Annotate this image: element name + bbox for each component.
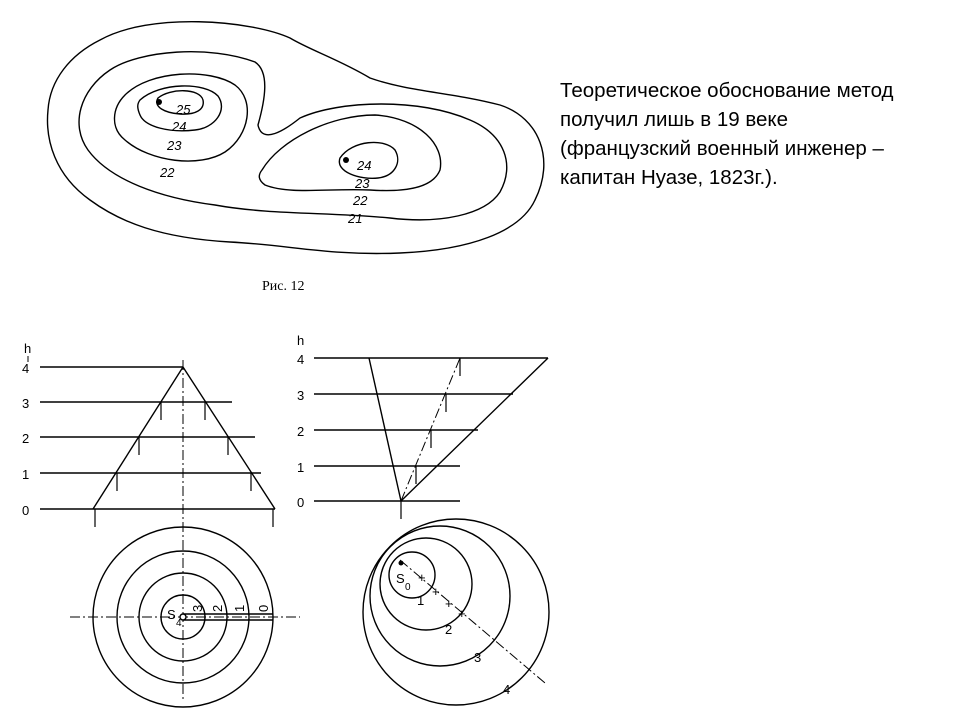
left-cone-elevation: h 4 3 2 1 0 <box>22 341 276 700</box>
level-label: 2 <box>22 431 29 446</box>
contour-line-21 <box>46 20 545 255</box>
contour-line-25-left <box>156 90 204 115</box>
contour-label: 24 <box>171 119 186 134</box>
contour-label: 23 <box>166 138 182 153</box>
description-line: (французский военный инженер – <box>560 137 884 160</box>
contour-label: 22 <box>159 165 175 180</box>
spot-height-marker <box>156 99 162 105</box>
description-line: капитан Нуазе, 1823г.). <box>560 166 778 189</box>
contour-line-22 <box>78 51 508 221</box>
contour-line-23-left <box>113 73 249 162</box>
level-label: 4 <box>297 352 304 367</box>
left-cone-plan: S 4 3 2 1 0 <box>70 526 300 708</box>
contour-label: 23 <box>354 176 370 191</box>
level-label: 2 <box>297 424 304 439</box>
spot-height-marker <box>343 157 349 163</box>
apex-label: S <box>167 607 176 622</box>
axis-label-h: h <box>24 341 31 356</box>
level-label: 1 <box>297 460 304 475</box>
contour-label: 25 <box>175 102 191 117</box>
apex-subscript: 4 <box>176 618 182 629</box>
level-label: 3 <box>22 396 29 411</box>
contour-line-24-right <box>338 141 399 179</box>
description-line: получил лишь в 19 веке <box>560 108 789 131</box>
svg-text:+: + <box>418 570 426 585</box>
right-cone-elevation: h 4 3 2 1 0 <box>297 333 549 519</box>
svg-text:+: + <box>458 606 466 621</box>
description-line: Теоретическое обоснование метод <box>560 79 894 102</box>
axis-label-h: h <box>297 333 304 348</box>
contour-line-24-left <box>137 85 223 132</box>
contour-label: 24 <box>356 158 371 173</box>
plan-label: 3 <box>190 605 205 612</box>
plan-label: 0 <box>256 605 271 612</box>
svg-text:+: + <box>445 596 453 611</box>
plan-label: 3 <box>474 650 481 665</box>
level-label: 3 <box>297 388 304 403</box>
plan-label: 2 <box>210 605 225 612</box>
plan-label: 1 <box>232 605 247 612</box>
apex-label: S <box>396 571 405 586</box>
contour-line-23-right <box>258 114 442 192</box>
description-text: Теоретическое обоснование метод получил … <box>560 76 952 192</box>
plan-label: 2 <box>445 622 452 637</box>
plan-label: 1 <box>417 593 424 608</box>
contour-label: 21 <box>347 211 362 226</box>
figure-caption: Рис. 12 <box>262 279 305 294</box>
level-label: 1 <box>22 467 29 482</box>
level-label: 0 <box>22 503 29 518</box>
svg-text:+: + <box>432 584 440 599</box>
contour-label: 22 <box>352 193 368 208</box>
level-label: 4 <box>22 361 29 376</box>
plan-label: 4 <box>503 682 510 697</box>
level-label: 0 <box>297 495 304 510</box>
right-cone-plan: + + + + S 0 1 2 3 4 <box>362 518 550 706</box>
contour-map: 25 24 23 22 24 23 22 21 <box>46 20 545 255</box>
apex-subscript: 0 <box>405 582 411 593</box>
